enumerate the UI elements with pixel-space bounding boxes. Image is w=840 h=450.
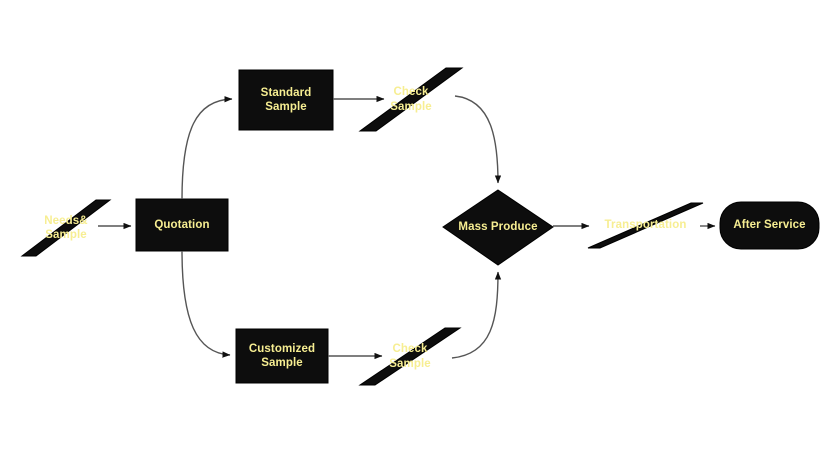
node-mass-produce-shape[interactable] bbox=[442, 189, 554, 266]
node-transportation-shape[interactable] bbox=[587, 202, 704, 249]
edge-quotation-to-customized bbox=[181, 250, 231, 358]
node-check-sample-bottom-shape[interactable] bbox=[358, 327, 462, 386]
node-check-sample-top-shape[interactable] bbox=[358, 67, 464, 132]
node-customized-sample-shape[interactable] bbox=[235, 328, 329, 384]
node-after-service-shape[interactable] bbox=[719, 201, 820, 250]
node-needs-sample-shape[interactable] bbox=[20, 199, 112, 257]
edge-check-bottom-to-mass-produce bbox=[451, 271, 502, 359]
edge-quotation-to-standard bbox=[181, 96, 233, 200]
edge-check-top-to-mass-produce bbox=[454, 95, 502, 184]
node-standard-sample-shape[interactable] bbox=[238, 69, 334, 131]
node-quotation-shape[interactable] bbox=[135, 198, 229, 252]
